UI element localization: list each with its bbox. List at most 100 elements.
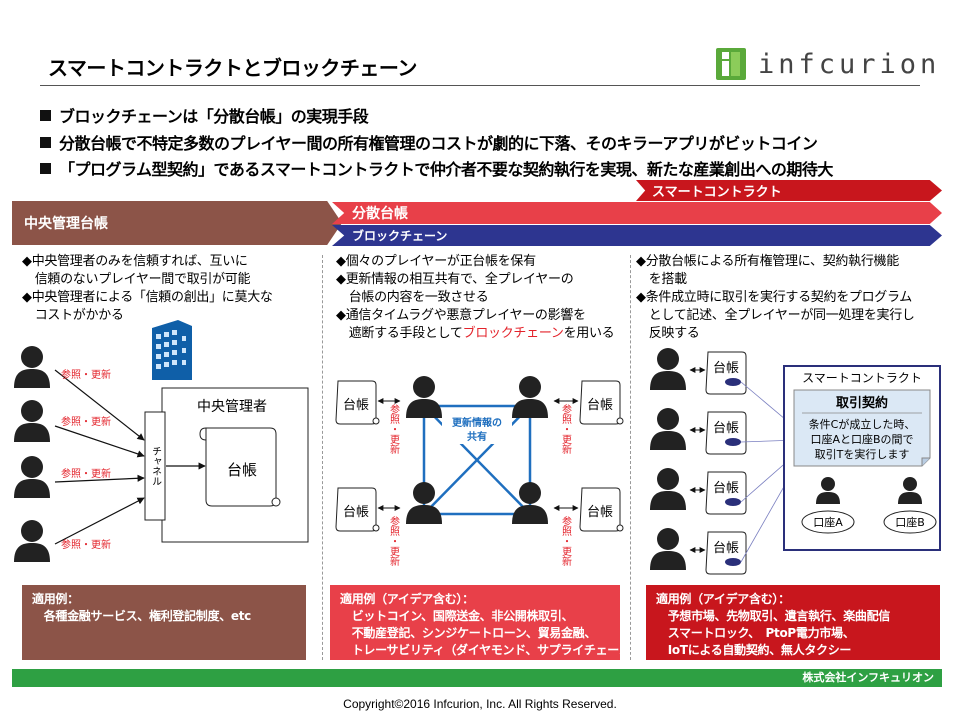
example-title: 適用例（アイデア含む）：	[340, 592, 474, 606]
distributed-edge-label: 参照・更新	[560, 403, 572, 455]
bar-central-ledger: 中央管理台帳	[12, 201, 342, 245]
node-person-icon	[406, 482, 442, 524]
distributed-description: ◆個々のプレイヤーが正台帳を保有 ◆更新情報の相互共有で、全プレイヤーの 台帳の…	[336, 253, 615, 343]
bar-blockchain: ブロックチェーン	[332, 225, 942, 246]
central-desc-line: ◆中央管理者による「信頼の創出」に莫大な	[22, 290, 273, 305]
central-edge-label: 参照・更新	[61, 538, 111, 551]
smart-contract-box-title: スマートコントラクト	[802, 371, 922, 385]
smart-person-icon	[650, 408, 686, 450]
bullet-1-text: ブロックチェーンは「分散台帳」の実現手段	[59, 107, 369, 126]
smart-ledger-scroll-icon	[705, 351, 747, 395]
distributed-ledger-scroll-icon	[579, 380, 624, 425]
smart-diagram: 台帳 台帳 台帳 台帳 スマートコントラクト 取引契約 条件Cが成立	[650, 348, 941, 575]
smart-ledger-scroll-icon	[705, 471, 747, 515]
smart-ledger-label: 台帳	[713, 541, 739, 556]
contract-line: 口座Aと口座Bの間で	[810, 432, 913, 446]
distributed-edge-label: 参照・更新	[388, 515, 400, 567]
node-person-icon	[512, 376, 548, 418]
bar-distributed-ledger: 分散台帳	[332, 202, 942, 224]
distributed-ledger-label: 台帳	[343, 505, 369, 520]
logo-text: infcurion	[758, 48, 941, 80]
central-ledger-label: 台帳	[227, 461, 257, 479]
copyright-text: Copyright©2016 Infcurion, Inc. All Right…	[343, 697, 617, 711]
smart-desc-line: ◆条件成立時に取引を実行する契約をプログラム	[636, 290, 913, 305]
distributed-desc-line: ◆更新情報の相互共有で、全プレイヤーの	[336, 272, 574, 287]
account-a-label: 口座A	[813, 515, 843, 529]
player-person-icon	[14, 520, 50, 562]
example-line: 各種金融サービス、権利登記制度、etc	[32, 609, 252, 623]
page-title: スマートコントラクトとブロックチェーン	[48, 56, 417, 80]
account-b-shape	[883, 510, 937, 534]
central-desc-line: コストがかかる	[22, 308, 124, 323]
smart-ledger-scroll-icon	[705, 531, 747, 575]
central-desc-line: 信頼のないプレイヤー間で取引が可能	[22, 272, 251, 287]
distributed-edge-label: 参照・更新	[560, 515, 572, 567]
company-logo: infcurion	[716, 48, 940, 80]
share-label-1: 更新情報の	[452, 416, 502, 429]
example-line: IoTによる自動契約、無人タクシー	[656, 643, 852, 657]
central-desc-line: ◆中央管理者のみを信頼すれば、互いに	[22, 254, 248, 269]
channel-box	[144, 411, 166, 521]
distributed-ledger-scroll-icon	[335, 380, 380, 425]
smart-ledger-label: 台帳	[713, 361, 739, 376]
distributed-desc-line: ◆通信タイムラグや悪意プレイヤーの影響を	[336, 308, 586, 323]
central-edge-label: 参照・更新	[61, 467, 111, 480]
smart-person-icon	[650, 528, 686, 570]
smart-desc-line: 反映する	[636, 326, 700, 341]
footer-company-bar: 株式会社インフキュリオン	[12, 669, 942, 687]
smart-desc-line: を搭載	[636, 272, 687, 287]
example-title: 適用例（アイデア含む）：	[656, 592, 790, 606]
node-person-icon	[406, 376, 442, 418]
bullet-3-text: 「プログラム型契約」であるスマートコントラクトで仲介者不要な契約執行を実現、新た…	[59, 160, 833, 179]
distributed-ledger-scroll-icon	[335, 487, 380, 532]
column-divider	[322, 255, 323, 660]
distributed-diagram: 更新情報の 共有 台帳 台帳 台帳 台帳	[335, 376, 624, 567]
smart-ledger-label: 台帳	[713, 481, 739, 496]
account-b-label: 口座B	[895, 515, 925, 529]
node-person-icon	[512, 482, 548, 524]
infcurion-logo-icon	[716, 48, 746, 80]
building-icon	[152, 320, 192, 380]
contract-title: 取引契約	[836, 395, 888, 411]
player-person-icon	[14, 346, 50, 388]
distributed-desc-prefix: 遮断する手段として	[336, 326, 463, 341]
channel-label: チャネル	[150, 446, 162, 486]
distributed-desc-suffix: を用いる	[563, 326, 615, 341]
central-admin-label: 中央管理者	[197, 399, 267, 415]
account-a-shape	[801, 510, 855, 534]
bullet-square-icon	[40, 163, 51, 174]
distributed-ledger-label: 台帳	[587, 398, 613, 413]
central-description: ◆中央管理者のみを信頼すれば、互いに 信頼のないプレイヤー間で取引が可能 ◆中央…	[22, 253, 273, 325]
central-ledger-scroll-icon	[199, 427, 281, 507]
bullet-1: ブロックチェーンは「分散台帳」の実現手段	[40, 103, 369, 127]
smart-person-icon	[650, 468, 686, 510]
bar-smart-contract: スマートコントラクト	[636, 180, 942, 201]
central-diagram: 中央管理者 チャネル 台帳 参照・更新 参照・更新 参照・更新 参照・更新	[14, 320, 309, 562]
distributed-ledger-scroll-icon	[579, 487, 624, 532]
player-person-icon	[14, 456, 50, 498]
example-line: ビットコイン、国際送金、非公開株取引、	[340, 609, 574, 623]
smart-desc-line: ◆分散台帳による所有権管理に、契約執行機能	[636, 254, 899, 269]
distributed-example-box: 適用例（アイデア含む）： ビットコイン、国際送金、非公開株取引、 不動産登記、シ…	[330, 585, 642, 660]
distributed-ledger-label: 台帳	[343, 398, 369, 413]
central-edge-label: 参照・更新	[61, 415, 111, 428]
distributed-edge-label: 参照・更新	[388, 403, 400, 455]
blockchain-highlight: ブロックチェーン	[462, 326, 564, 341]
bullet-2: 分散台帳で不特定多数のプレイヤー間の所有権管理のコストが劇的に下落、そのキラーア…	[40, 130, 818, 154]
share-label-2: 共有	[467, 430, 487, 443]
smart-description: ◆分散台帳による所有権管理に、契約執行機能 を搭載 ◆条件成立時に取引を実行する…	[636, 253, 915, 343]
player-person-icon	[14, 400, 50, 442]
distributed-desc-line: ◆個々のプレイヤーが正台帳を保有	[336, 254, 536, 269]
bullet-square-icon	[40, 137, 51, 148]
example-line: トレーサビリティ（ダイヤモンド、サプライチェーン）	[340, 643, 642, 657]
smart-ledger-label: 台帳	[713, 421, 739, 436]
distributed-desc-line: 台帳の内容を一致させる	[336, 290, 489, 305]
column-divider	[630, 255, 631, 660]
smart-ledger-scroll-icon	[705, 411, 747, 455]
central-example-box: 適用例： 各種金融サービス、権利登記制度、etc	[22, 585, 306, 660]
bullet-3: 「プログラム型契約」であるスマートコントラクトで仲介者不要な契約執行を実現、新た…	[40, 156, 833, 180]
smart-example-box: 適用例（アイデア含む）： 予想市場、先物取引、遺言執行、楽曲配信 スマートロック…	[646, 585, 940, 660]
example-title: 適用例：	[32, 592, 79, 606]
central-edge-label: 参照・更新	[61, 368, 111, 381]
